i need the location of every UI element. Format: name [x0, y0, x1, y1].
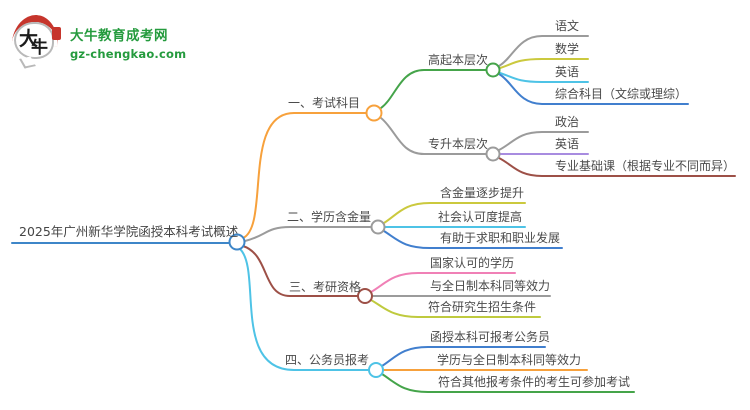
topic-exam-subjects[interactable]: 一、考试科目 [288, 96, 361, 110]
topic-gaoqiben[interactable]: 高起本层次 [428, 53, 489, 67]
topic-tongdeng-xiaoli-2[interactable]: 学历与全日制本科同等效力 [437, 353, 582, 367]
topic-yuwen[interactable]: 语文 [555, 19, 580, 33]
topic-zhuanshengben[interactable]: 专升本层次 [428, 137, 489, 151]
branch-line-civil-service [239, 248, 370, 371]
exam-subjects-node-handle[interactable] [365, 104, 383, 122]
postgrad-node-handle[interactable] [357, 288, 373, 304]
branch-line-degree-value [244, 226, 372, 242]
line-guojia-renke [370, 272, 516, 293]
civil-service-node-handle[interactable] [368, 362, 384, 378]
logo-speech-bubble [14, 22, 54, 59]
line-zhuanye-jichu [498, 157, 736, 177]
line-baokao-gongwuyuan [381, 346, 546, 367]
topic-postgrad[interactable]: 三、考研资格 [289, 280, 362, 294]
line-yuwen [498, 35, 589, 67]
site-logo[interactable]: 大 牛 大牛教育成考网 gz-chengkao.com [11, 13, 186, 69]
topic-civil-service[interactable]: 四、公务员报考 [285, 353, 370, 367]
line-zonghe [498, 73, 689, 105]
daniu-logo-icon: 大 牛 [11, 13, 61, 69]
topic-yingyu-1[interactable]: 英语 [555, 65, 580, 79]
line-shuxue [499, 58, 589, 69]
branch-line-postgrad-eligibility [242, 245, 359, 297]
logo-seal [52, 27, 61, 40]
logo-char-da: 大 [19, 28, 39, 50]
topic-yanjiusheng-tiaojian[interactable]: 符合研究生招生条件 [428, 300, 537, 314]
topic-zonghe[interactable]: 综合科目（文综或理综） [555, 87, 688, 101]
topic-shuxue[interactable]: 数学 [555, 42, 580, 56]
line-yingyu-1 [499, 72, 589, 83]
branch-line-exam-subjects [242, 112, 367, 239]
line-qita-tiaojian [381, 373, 635, 393]
zhuanshengben-node-handle[interactable] [485, 146, 501, 162]
topic-tongdeng-xiaoli-1[interactable]: 与全日制本科同等效力 [430, 279, 551, 293]
root-topic[interactable]: 2025年广州新华学院函授本科考试概述 [19, 224, 239, 239]
line-zhuanshengben [380, 117, 487, 155]
root-node-handle[interactable] [228, 233, 246, 251]
topic-zhengzhi[interactable]: 政治 [555, 115, 580, 129]
topic-qiuzhi[interactable]: 有助于求职和职业发展 [440, 231, 561, 245]
line-yanjiusheng-tiaojian [370, 299, 541, 318]
topic-degree-value[interactable]: 二、学历含金量 [287, 210, 372, 224]
degree-value-node-handle[interactable] [370, 219, 386, 235]
topic-shehui-renke[interactable]: 社会认可度提高 [438, 210, 523, 224]
logo-subtitle: gz-chengkao.com [70, 47, 187, 61]
line-zhengzhi [498, 131, 589, 151]
logo-title: 大牛教育成考网 [70, 28, 168, 44]
line-gaoqiben [380, 69, 487, 109]
line-qiuzhi [383, 230, 563, 249]
topic-hanjinliang[interactable]: 含金量逐步提升 [440, 186, 525, 200]
topic-baokao-gongwuyuan[interactable]: 函授本科可报考公务员 [430, 330, 551, 344]
logo-text-block: 大牛教育成考网 gz-chengkao.com [70, 16, 186, 61]
gaoqiben-node-handle[interactable] [485, 62, 501, 78]
topic-guojia-renke[interactable]: 国家认可的学历 [430, 256, 515, 270]
topic-yingyu-2[interactable]: 英语 [555, 137, 580, 151]
logo-char-niu: 牛 [31, 38, 48, 58]
topic-qita-tiaojian[interactable]: 符合其他报考条件的考生可参加考试 [438, 375, 631, 389]
line-hanjinliang [383, 202, 526, 224]
topic-zhuanye-jichu[interactable]: 专业基础课（根据专业不同而异） [555, 159, 736, 173]
